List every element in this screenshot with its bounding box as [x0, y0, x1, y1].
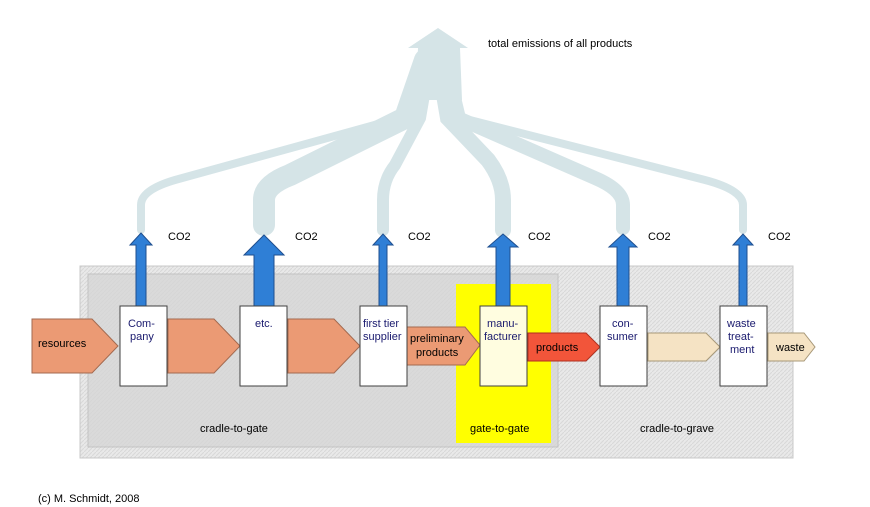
- co2-labels: CO2 CO2 CO2 CO2 CO2 CO2: [168, 231, 791, 243]
- etc-box: [239, 305, 288, 387]
- waste-arrow: [767, 332, 816, 362]
- co2-label-first-tier: CO2: [408, 231, 431, 243]
- co2-arrow-company: [128, 232, 154, 308]
- total-emission-arrow: [408, 28, 468, 100]
- co2-arrow-consumer: [607, 233, 639, 308]
- company-label-1: Com-: [128, 318, 155, 330]
- band-first-tier: [377, 54, 436, 236]
- company-box: [119, 305, 168, 387]
- waste-treatment-label-3: ment: [730, 344, 754, 356]
- cradle-to-grave-label: cradle-to-grave: [640, 423, 714, 435]
- co2-label-waste: CO2: [768, 231, 791, 243]
- co2-arrow-etc: [242, 234, 286, 308]
- consumer-box: [599, 305, 648, 387]
- waste-treatment-label-2: treat-: [728, 331, 754, 343]
- co2-label-company: CO2: [168, 231, 191, 243]
- band-company: [137, 56, 424, 234]
- consumer-label-1: con-: [612, 318, 634, 330]
- waste-treatment-label-1: waste: [726, 318, 756, 330]
- preliminary-label-2: products: [416, 347, 459, 359]
- co2-arrow-first-tier: [371, 233, 395, 308]
- co2-label-consumer: CO2: [648, 231, 671, 243]
- products-arrow: [527, 332, 601, 362]
- first-tier-label-1: first tier: [363, 318, 399, 330]
- manufacturer-label-1: manu-: [487, 318, 519, 330]
- resources-label: resources: [38, 338, 87, 350]
- company-label-2: pany: [130, 331, 154, 343]
- cradle-to-gate-label: cradle-to-gate: [200, 423, 268, 435]
- band-consumer: [438, 53, 630, 235]
- consumer-label-2: sumer: [607, 331, 638, 343]
- gate-to-gate-label: gate-to-gate: [470, 423, 529, 435]
- manufacturer-box: [479, 305, 528, 387]
- preliminary-label-1: preliminary: [410, 333, 464, 345]
- co2-label-manufacturer: CO2: [528, 231, 551, 243]
- band-manufacturer: [430, 52, 511, 238]
- flow-arrow-2: [287, 318, 361, 374]
- first-tier-supplier-box: [359, 305, 408, 387]
- first-tier-label-2: supplier: [363, 331, 402, 343]
- etc-label: etc.: [255, 318, 273, 330]
- emission-bands: [137, 49, 747, 238]
- resources-arrow: [31, 318, 119, 374]
- copyright-text: (c) M. Schmidt, 2008: [38, 493, 139, 505]
- co2-label-etc: CO2: [295, 231, 318, 243]
- band-etc: [253, 49, 436, 236]
- waste-label: waste: [775, 342, 805, 354]
- co2-arrows: [128, 232, 755, 308]
- co2-arrow-manufacturer: [486, 233, 520, 308]
- manufacturer-label-2: facturer: [484, 331, 522, 343]
- use-phase-arrow: [647, 332, 721, 362]
- co2-arrow-waste: [731, 233, 755, 308]
- total-emissions-label: total emissions of all products: [488, 38, 633, 50]
- products-label: products: [536, 342, 579, 354]
- band-waste: [444, 56, 747, 234]
- flow-arrow-1: [167, 318, 241, 374]
- waste-treatment-box: [719, 305, 768, 387]
